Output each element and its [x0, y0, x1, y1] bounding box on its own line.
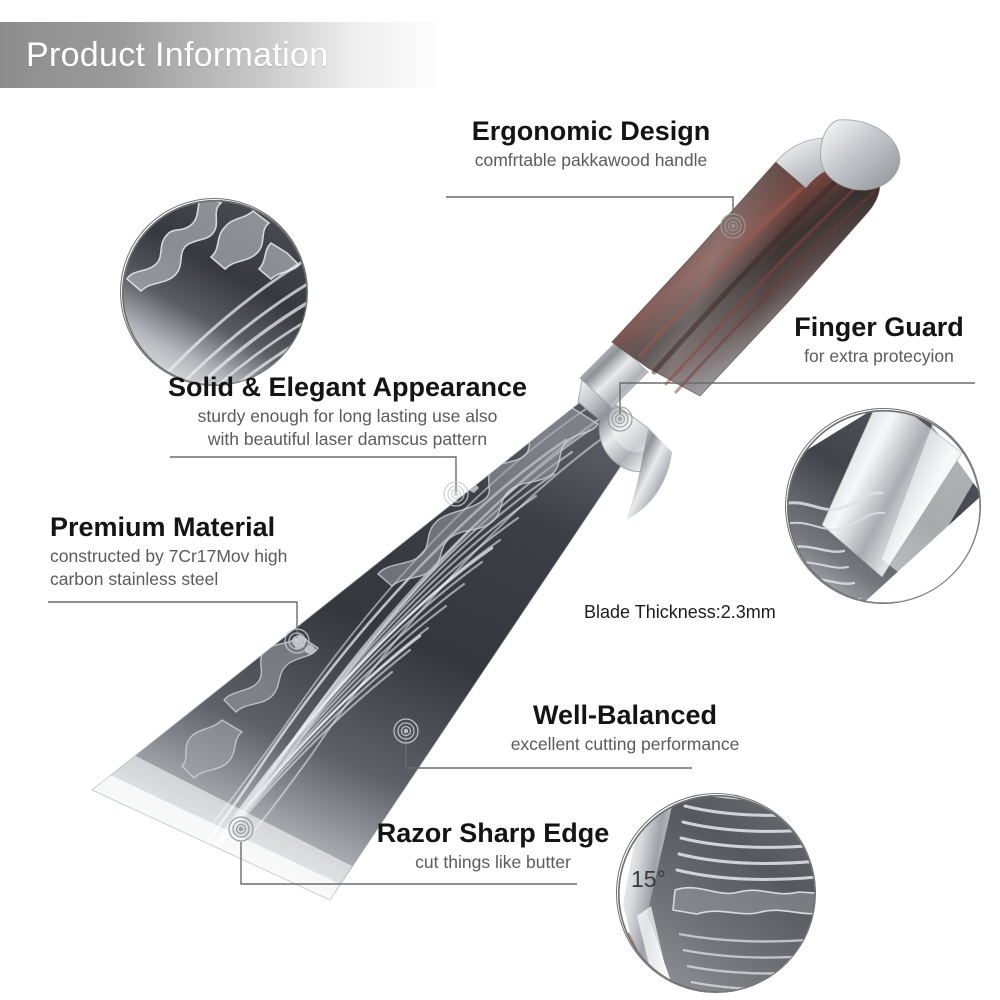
damascus-pattern-inset [120, 198, 308, 386]
callout-title: Finger Guard [794, 312, 964, 342]
callout-premium-material: Premium Material constructed by 7Cr17Mov… [50, 512, 370, 590]
edge-angle-label: 15° [631, 866, 666, 892]
bolster-detail-inset [785, 408, 981, 604]
callout-title: Ergonomic Design [471, 116, 711, 146]
callout-subtitle: comfrtable pakkawood handle [474, 150, 708, 171]
callout-title: Well-Balanced [532, 700, 718, 730]
callout-finger-guard: Finger Guard for extra protecyion [770, 312, 988, 368]
callout-blade-thickness: Blade Thickness:2.3mm [584, 602, 834, 623]
edge-angle-inset: 15° [616, 793, 816, 993]
callout-title: Premium Material [50, 512, 276, 542]
page-title: Product Information [26, 35, 329, 74]
callout-ergonomic-design: Ergonomic Design comfrtable pakkawood ha… [446, 116, 736, 172]
callout-subtitle-line-1: constructed by 7Cr17Mov high [50, 546, 288, 567]
page-header-banner: Product Information [0, 22, 436, 88]
callout-title: Solid & Elegant Appearance [167, 372, 528, 402]
callout-subtitle: excellent cutting performance [510, 734, 740, 755]
callout-subtitle-line-1: sturdy enough for long lasting use also [197, 406, 498, 427]
callout-well-balanced: Well-Balanced excellent cutting performa… [470, 700, 780, 756]
callout-subtitle: for extra protecyion [804, 346, 954, 367]
callout-title: Razor Sharp Edge [376, 818, 610, 848]
callout-subtitle: cut things like butter [415, 852, 571, 873]
callout-razor-sharp-edge: Razor Sharp Edge cut things like butter [348, 818, 638, 874]
pakkawood-handle [579, 119, 901, 409]
callout-solid-elegant-appearance: Solid & Elegant Appearance sturdy enough… [155, 372, 540, 450]
callout-subtitle-line-2: with beautiful laser damscus pattern [207, 428, 488, 449]
blade [91, 391, 646, 901]
callout-subtitle-line-2: carbon stainless steel [50, 568, 219, 589]
blade-thickness-label: Blade Thickness:2.3mm [584, 602, 776, 622]
